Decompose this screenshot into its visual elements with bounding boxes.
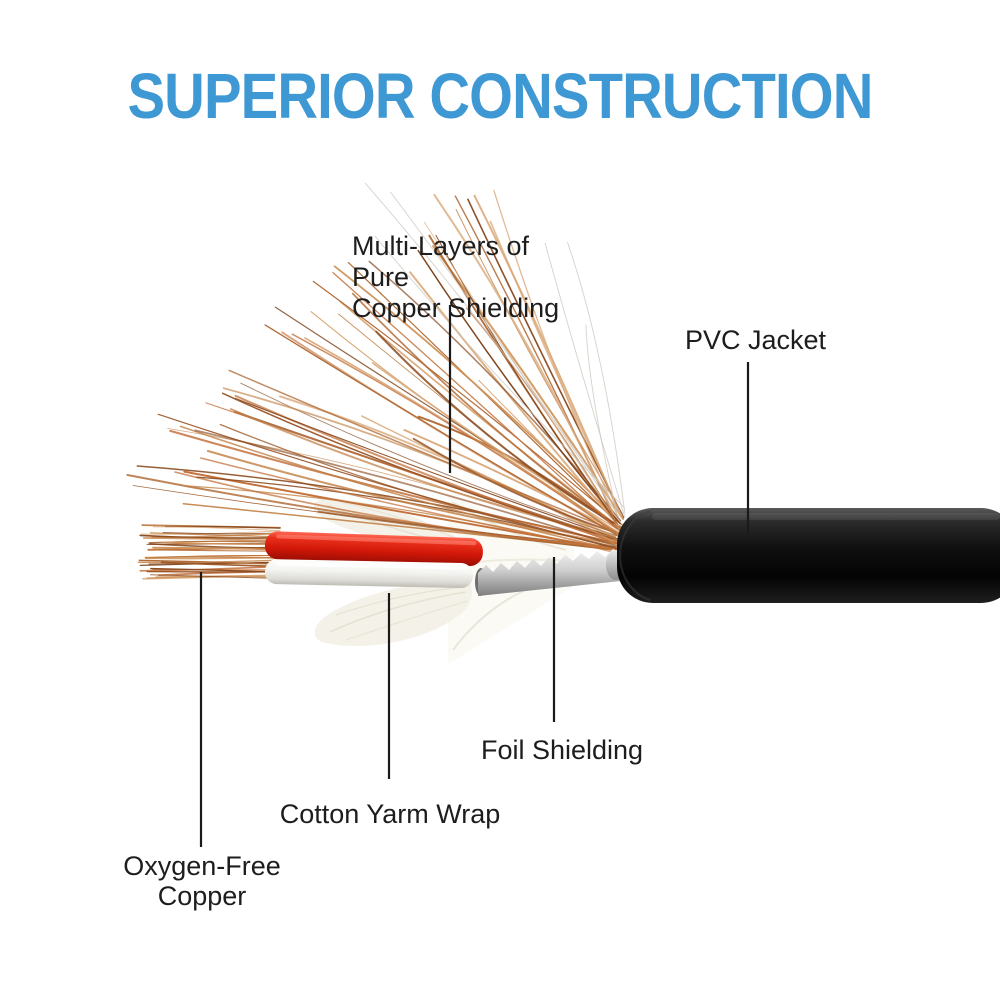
page-title: SUPERIOR CONSTRUCTION [127,60,873,132]
copper-strand [179,425,622,552]
label-foil-shielding: Foil Shielding [480,735,644,765]
copper-strand [412,437,623,536]
copper-strand [152,526,281,532]
copper-strand [150,574,281,580]
label-copper-shielding-line2: Copper Shielding [352,293,560,323]
pvc-jacket-graphic [617,508,1000,603]
copper-shield-fan [126,182,626,555]
copper-strand [148,562,281,565]
copper-strand [390,191,615,511]
label-oxygen-free-copper: Oxygen-Free Copper [112,851,292,911]
copper-strand [409,271,620,527]
copper-strand [374,235,626,509]
copper-strand [169,429,620,545]
copper-strand [493,189,619,518]
copper-strand [333,265,618,520]
copper-strand [139,534,281,539]
copper-strand [221,392,617,540]
label-cotton-yarm-wrap: Cotton Yarm Wrap [279,799,501,829]
copper-strand [194,429,622,549]
white-wire [264,559,473,589]
leader-lines [199,305,750,847]
copper-strand [234,397,620,540]
copper-strand [403,429,620,534]
label-oxygen-free-copper-line2: Copper [157,881,247,911]
copper-strand [164,525,281,529]
copper-strand [375,330,615,525]
copper-strand [219,423,616,548]
copper-strand [132,485,617,548]
copper-strand [433,193,614,514]
copper-strand [228,369,617,533]
copper-strand [199,457,620,553]
copper-strand [158,549,281,552]
copper-strand [312,280,623,526]
copper-strand [142,537,281,543]
copper-strand [351,292,624,531]
label-oxygen-free-copper-line1: Oxygen-Free [123,851,281,881]
copper-strand [291,333,616,534]
foil-shield [475,549,621,596]
copper-strand [544,242,626,517]
cotton-tuft-bottom [314,582,472,647]
copper-bundle-bottom [137,555,281,580]
copper-strand [149,532,281,538]
copper-strand [489,220,624,519]
label-copper-shielding: Multi-Layers of Pure Copper Shielding [352,231,592,324]
copper-bundle-top [139,524,281,552]
red-wire [264,531,483,567]
copper-strand [264,324,618,536]
copper-strand [332,271,618,530]
copper-strand [364,182,623,516]
copper-strand [585,324,618,513]
label-copper-shielding-line1: Multi-Layers of Pure [352,231,530,292]
copper-strand [567,241,626,514]
copper-strand [138,559,281,566]
copper-strand [144,556,281,559]
label-pvc-jacket: PVC Jacket [685,325,827,355]
copper-strand [174,471,614,549]
